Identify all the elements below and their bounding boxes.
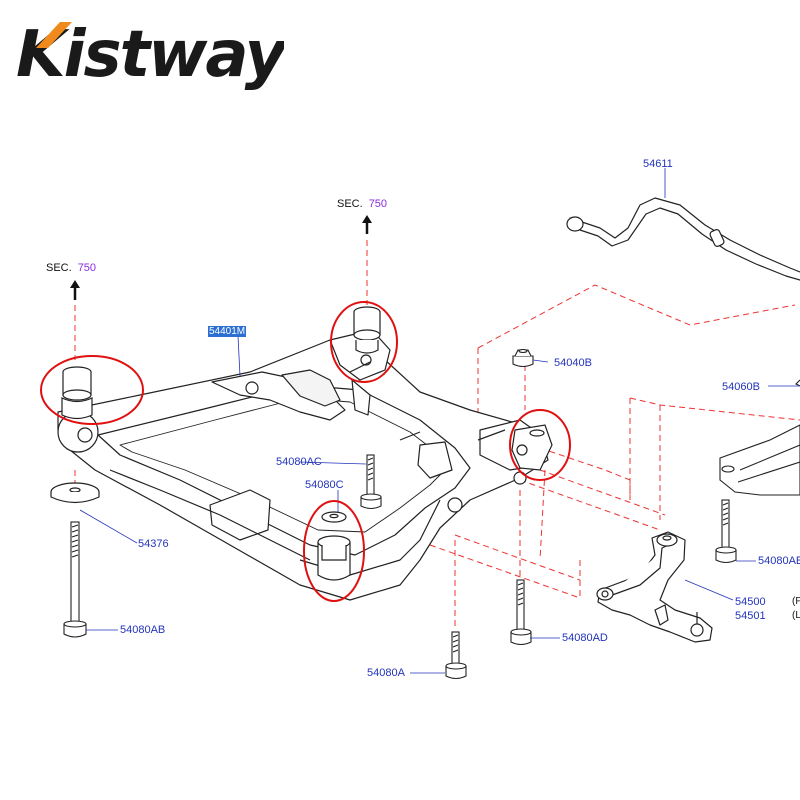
callout-54500[interactable]: 54500 bbox=[735, 596, 766, 608]
lower-control-arm bbox=[596, 531, 713, 643]
highlight-circle-54080c bbox=[303, 500, 365, 602]
callout-54080ab[interactable]: 54080AB bbox=[120, 624, 166, 636]
section-prefix: SEC. bbox=[337, 198, 363, 210]
bolts bbox=[63, 454, 737, 680]
bracket-54060b bbox=[719, 379, 800, 496]
washer-54376 bbox=[50, 482, 100, 504]
callout-54040b[interactable]: 54040B bbox=[554, 357, 592, 369]
callout-54401m[interactable]: 54401M bbox=[208, 325, 247, 338]
callout-54080ac[interactable]: 54080AC bbox=[276, 456, 322, 468]
highlight-circle-rear-bushing bbox=[330, 301, 398, 383]
callout-54080ae[interactable]: 54080AE bbox=[758, 555, 800, 567]
bushing-right bbox=[511, 424, 553, 471]
kistway-logo: Kistway bbox=[16, 18, 284, 90]
section-prefix: SEC. bbox=[46, 262, 72, 274]
sec-arrows bbox=[70, 215, 372, 300]
callout-54080a[interactable]: 54080A bbox=[367, 667, 405, 679]
highlight-circle-left-bushing bbox=[40, 355, 144, 425]
callout-54501[interactable]: 54501 bbox=[735, 610, 766, 622]
callout-54080c[interactable]: 54080C bbox=[305, 479, 344, 491]
highlight-circles bbox=[40, 301, 571, 602]
bushing-left bbox=[61, 366, 93, 420]
callout-54080ad[interactable]: 54080AD bbox=[562, 632, 608, 644]
callout-54060b[interactable]: 54060B bbox=[722, 381, 760, 393]
side-note-left: (L bbox=[792, 610, 800, 621]
highlight-circle-right-bushing bbox=[509, 409, 571, 481]
section-number: 750 bbox=[368, 198, 388, 210]
section-ref-left: SEC. 750 bbox=[46, 262, 96, 274]
bushing-rear bbox=[353, 306, 381, 354]
callout-54376[interactable]: 54376 bbox=[138, 538, 169, 550]
stabilizer-bar bbox=[566, 197, 800, 281]
nut-54040b bbox=[512, 348, 534, 368]
bushing-54080c bbox=[317, 511, 351, 581]
section-number: 750 bbox=[77, 262, 97, 274]
section-ref-rear: SEC. 750 bbox=[337, 198, 387, 210]
front-suspension-member bbox=[57, 329, 549, 601]
side-note-front: (F bbox=[792, 596, 800, 607]
callout-54401m-label: 54401M bbox=[208, 326, 247, 337]
callout-54611[interactable]: 54611 bbox=[643, 158, 673, 170]
